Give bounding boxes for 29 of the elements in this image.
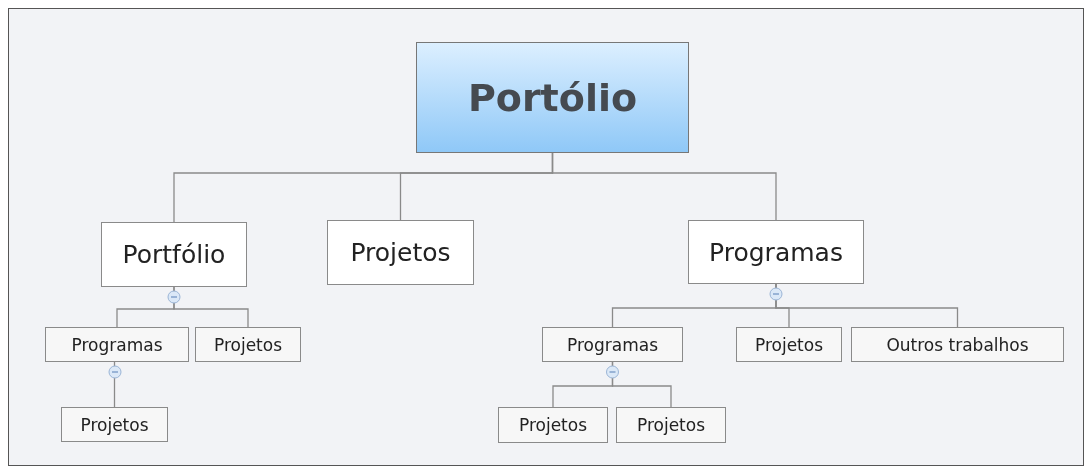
connector-line	[775, 283, 959, 328]
topic-box	[61, 407, 168, 442]
topic-label: Projetos	[518, 415, 588, 435]
root-topic-box	[416, 42, 689, 153]
topic-box	[616, 407, 726, 443]
topic-box	[195, 327, 301, 362]
topic-label: Projetos	[754, 334, 824, 355]
topic-label: Programas	[567, 334, 658, 355]
topic-label: Projetos	[636, 415, 706, 435]
topic-label: Projetos	[213, 334, 283, 355]
topic-box	[101, 222, 247, 287]
topic-box	[851, 327, 1064, 362]
topic-box	[542, 327, 683, 362]
topic-box	[736, 327, 842, 362]
topic-box	[45, 327, 189, 362]
topic-label: Projetos	[350, 238, 451, 267]
topic-box	[327, 220, 474, 285]
connector-line	[551, 152, 777, 221]
topic-label: Projetos	[80, 414, 149, 435]
topic-box	[498, 407, 608, 443]
connector-line	[611, 361, 672, 408]
topic-label: Portfólio	[122, 240, 226, 269]
topic-label: Programas	[709, 237, 843, 267]
connector-line	[113, 361, 116, 408]
topic-label: Outros trabalhos	[886, 334, 1029, 355]
topic-label: Programas	[71, 334, 163, 355]
connector-line	[173, 286, 249, 328]
topic-label: Portólio	[467, 75, 638, 120]
topic-box	[688, 220, 864, 284]
